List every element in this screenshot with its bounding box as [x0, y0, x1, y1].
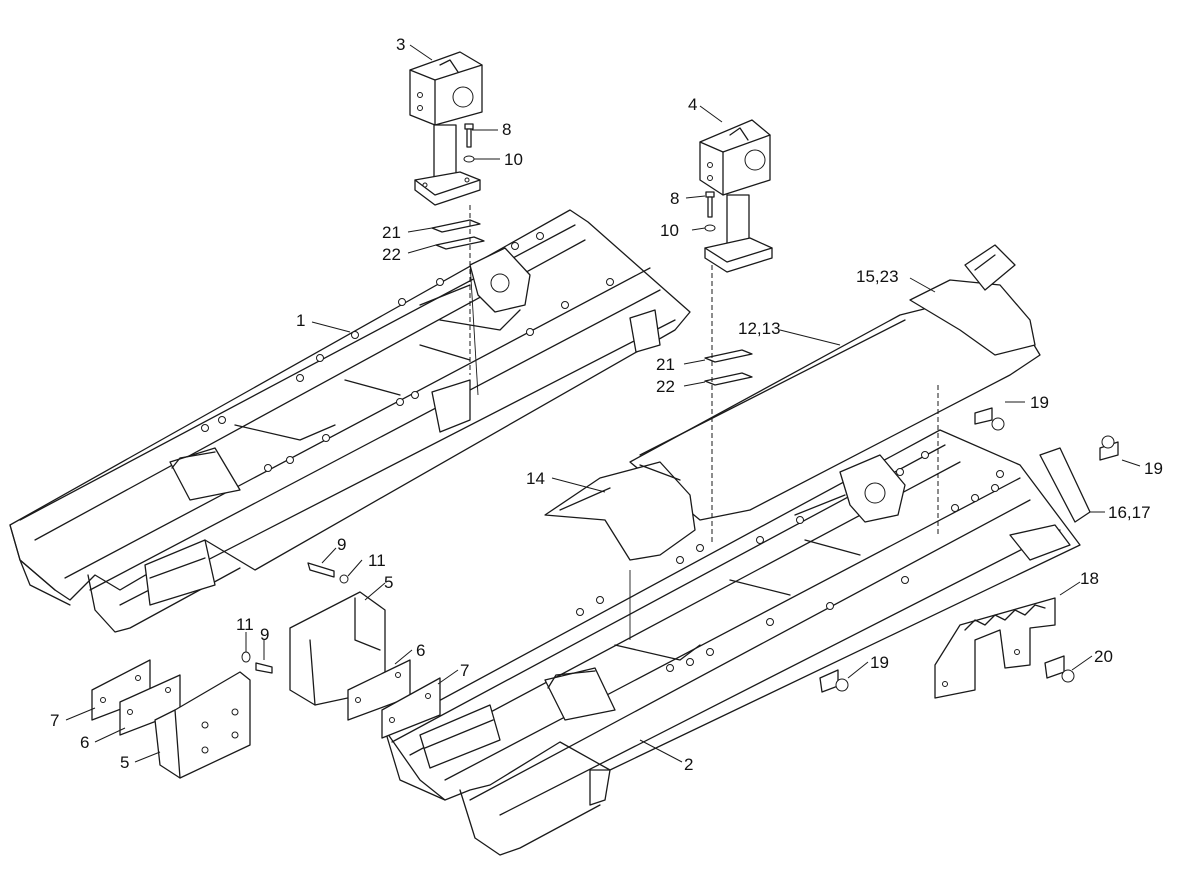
callout-5: 5	[384, 573, 393, 592]
callout-6: 6	[416, 641, 425, 660]
callout-16-17: 16,17	[1108, 503, 1151, 522]
leader-lines	[65, 44, 1141, 763]
slide-blocks-left	[91, 659, 251, 779]
assembly-lines	[469, 205, 939, 640]
callout-21: 21	[656, 355, 675, 374]
callout-12-13: 12,13	[738, 319, 781, 338]
callout-9: 9	[337, 535, 346, 554]
callouts: 3 8 10 21 22 1 4 8 10 15,23 12,13 21 22 …	[50, 35, 1163, 774]
callout-11: 11	[368, 551, 386, 570]
slide-blocks-center	[289, 591, 441, 739]
callout-8: 8	[670, 189, 679, 208]
callout-20: 20	[1094, 647, 1113, 666]
callout-7: 7	[460, 661, 469, 680]
callout-1: 1	[296, 311, 305, 330]
callout-19: 19	[1144, 459, 1163, 478]
fasteners	[241, 123, 1119, 693]
track-guard-cover	[544, 244, 1041, 561]
callout-18: 18	[1080, 569, 1099, 588]
callout-19: 19	[870, 653, 889, 672]
callout-21: 21	[382, 223, 401, 242]
track-frame-right	[384, 429, 1081, 856]
callout-22: 22	[656, 377, 675, 396]
callout-10: 10	[660, 221, 679, 240]
callout-22: 22	[382, 245, 401, 264]
callout-4: 4	[688, 95, 697, 114]
callout-7: 7	[50, 711, 59, 730]
stand-3	[409, 51, 483, 206]
callout-2: 2	[684, 755, 693, 774]
callout-15-23: 15,23	[856, 267, 899, 286]
callout-14: 14	[526, 469, 545, 488]
callout-3: 3	[396, 35, 405, 54]
callout-11: 11	[236, 615, 254, 634]
callout-10: 10	[504, 150, 523, 169]
stand-4	[699, 119, 773, 273]
bracket-18	[934, 597, 1056, 699]
callout-9: 9	[260, 625, 269, 644]
callout-19: 19	[1030, 393, 1049, 412]
callout-8: 8	[502, 120, 511, 139]
callout-5: 5	[120, 753, 129, 772]
callout-6: 6	[80, 733, 89, 752]
track-frame-left	[9, 209, 691, 633]
